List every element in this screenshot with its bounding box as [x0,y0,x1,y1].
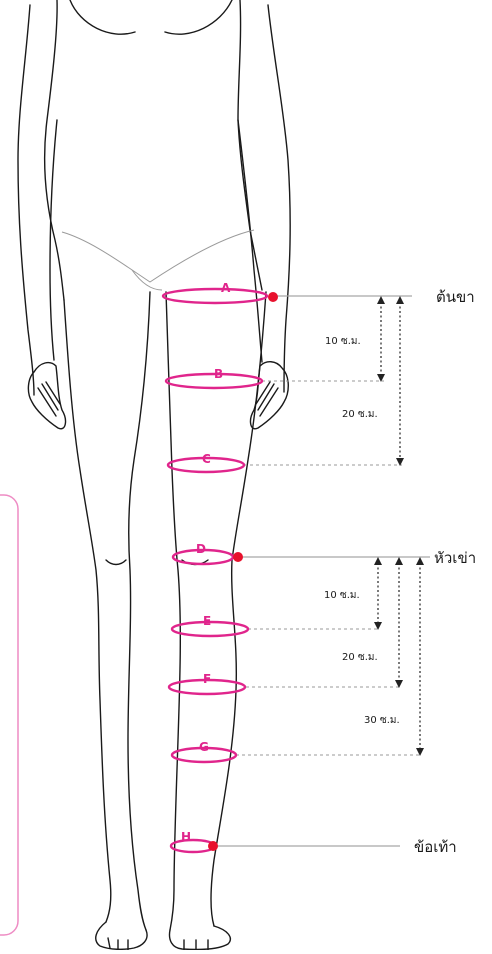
ankle-marker-dot [208,841,218,851]
left-hand-fingers [38,382,60,416]
left-foot [96,922,147,949]
ring-label-d: D [196,542,206,556]
chest-line [70,0,232,34]
ring-label-h: H [181,830,191,844]
right-foot [170,926,231,949]
right-toes [184,940,208,950]
ring-label-f: F [203,672,211,686]
measurement-knee-30: 30 ซ.ม. [364,715,400,726]
ring-label-c: C [202,452,211,466]
measurement-thigh-10: 10 ซ.ม. [325,336,361,347]
ring-label-g: G [199,740,209,754]
ring-label-b: B [214,367,223,381]
ring-label-e: E [203,614,211,628]
underwear-line [62,230,254,282]
left-knee [106,560,126,565]
thigh-marker-dot [268,292,278,302]
left-leg-inner [128,292,150,930]
ankle-label: ข้อเท้า [414,838,457,856]
ring-a [163,289,267,303]
left-arm-outer [18,5,34,395]
right-arm-outer [268,5,290,392]
thigh-label: ต้นขา [436,288,475,306]
left-hand [28,363,65,429]
body-outline [18,0,290,950]
knee-label: หัวเข่า [434,549,476,567]
ring-label-a: A [221,281,231,295]
right-leg-inner [166,292,180,930]
measurement-knee-20: 20 ซ.ม. [342,652,378,663]
side-panel-border [0,495,18,935]
knee-marker-dot [233,552,243,562]
right-hand-fingers [256,382,278,416]
right-arm-inner [238,120,262,362]
left-leg-outer [64,300,111,922]
dimension-arrows [374,296,424,756]
measurement-knee-10: 10 ซ.ม. [324,590,360,601]
measurement-thigh-20: 20 ซ.ม. [342,409,378,420]
left-arm-inner [50,120,57,360]
